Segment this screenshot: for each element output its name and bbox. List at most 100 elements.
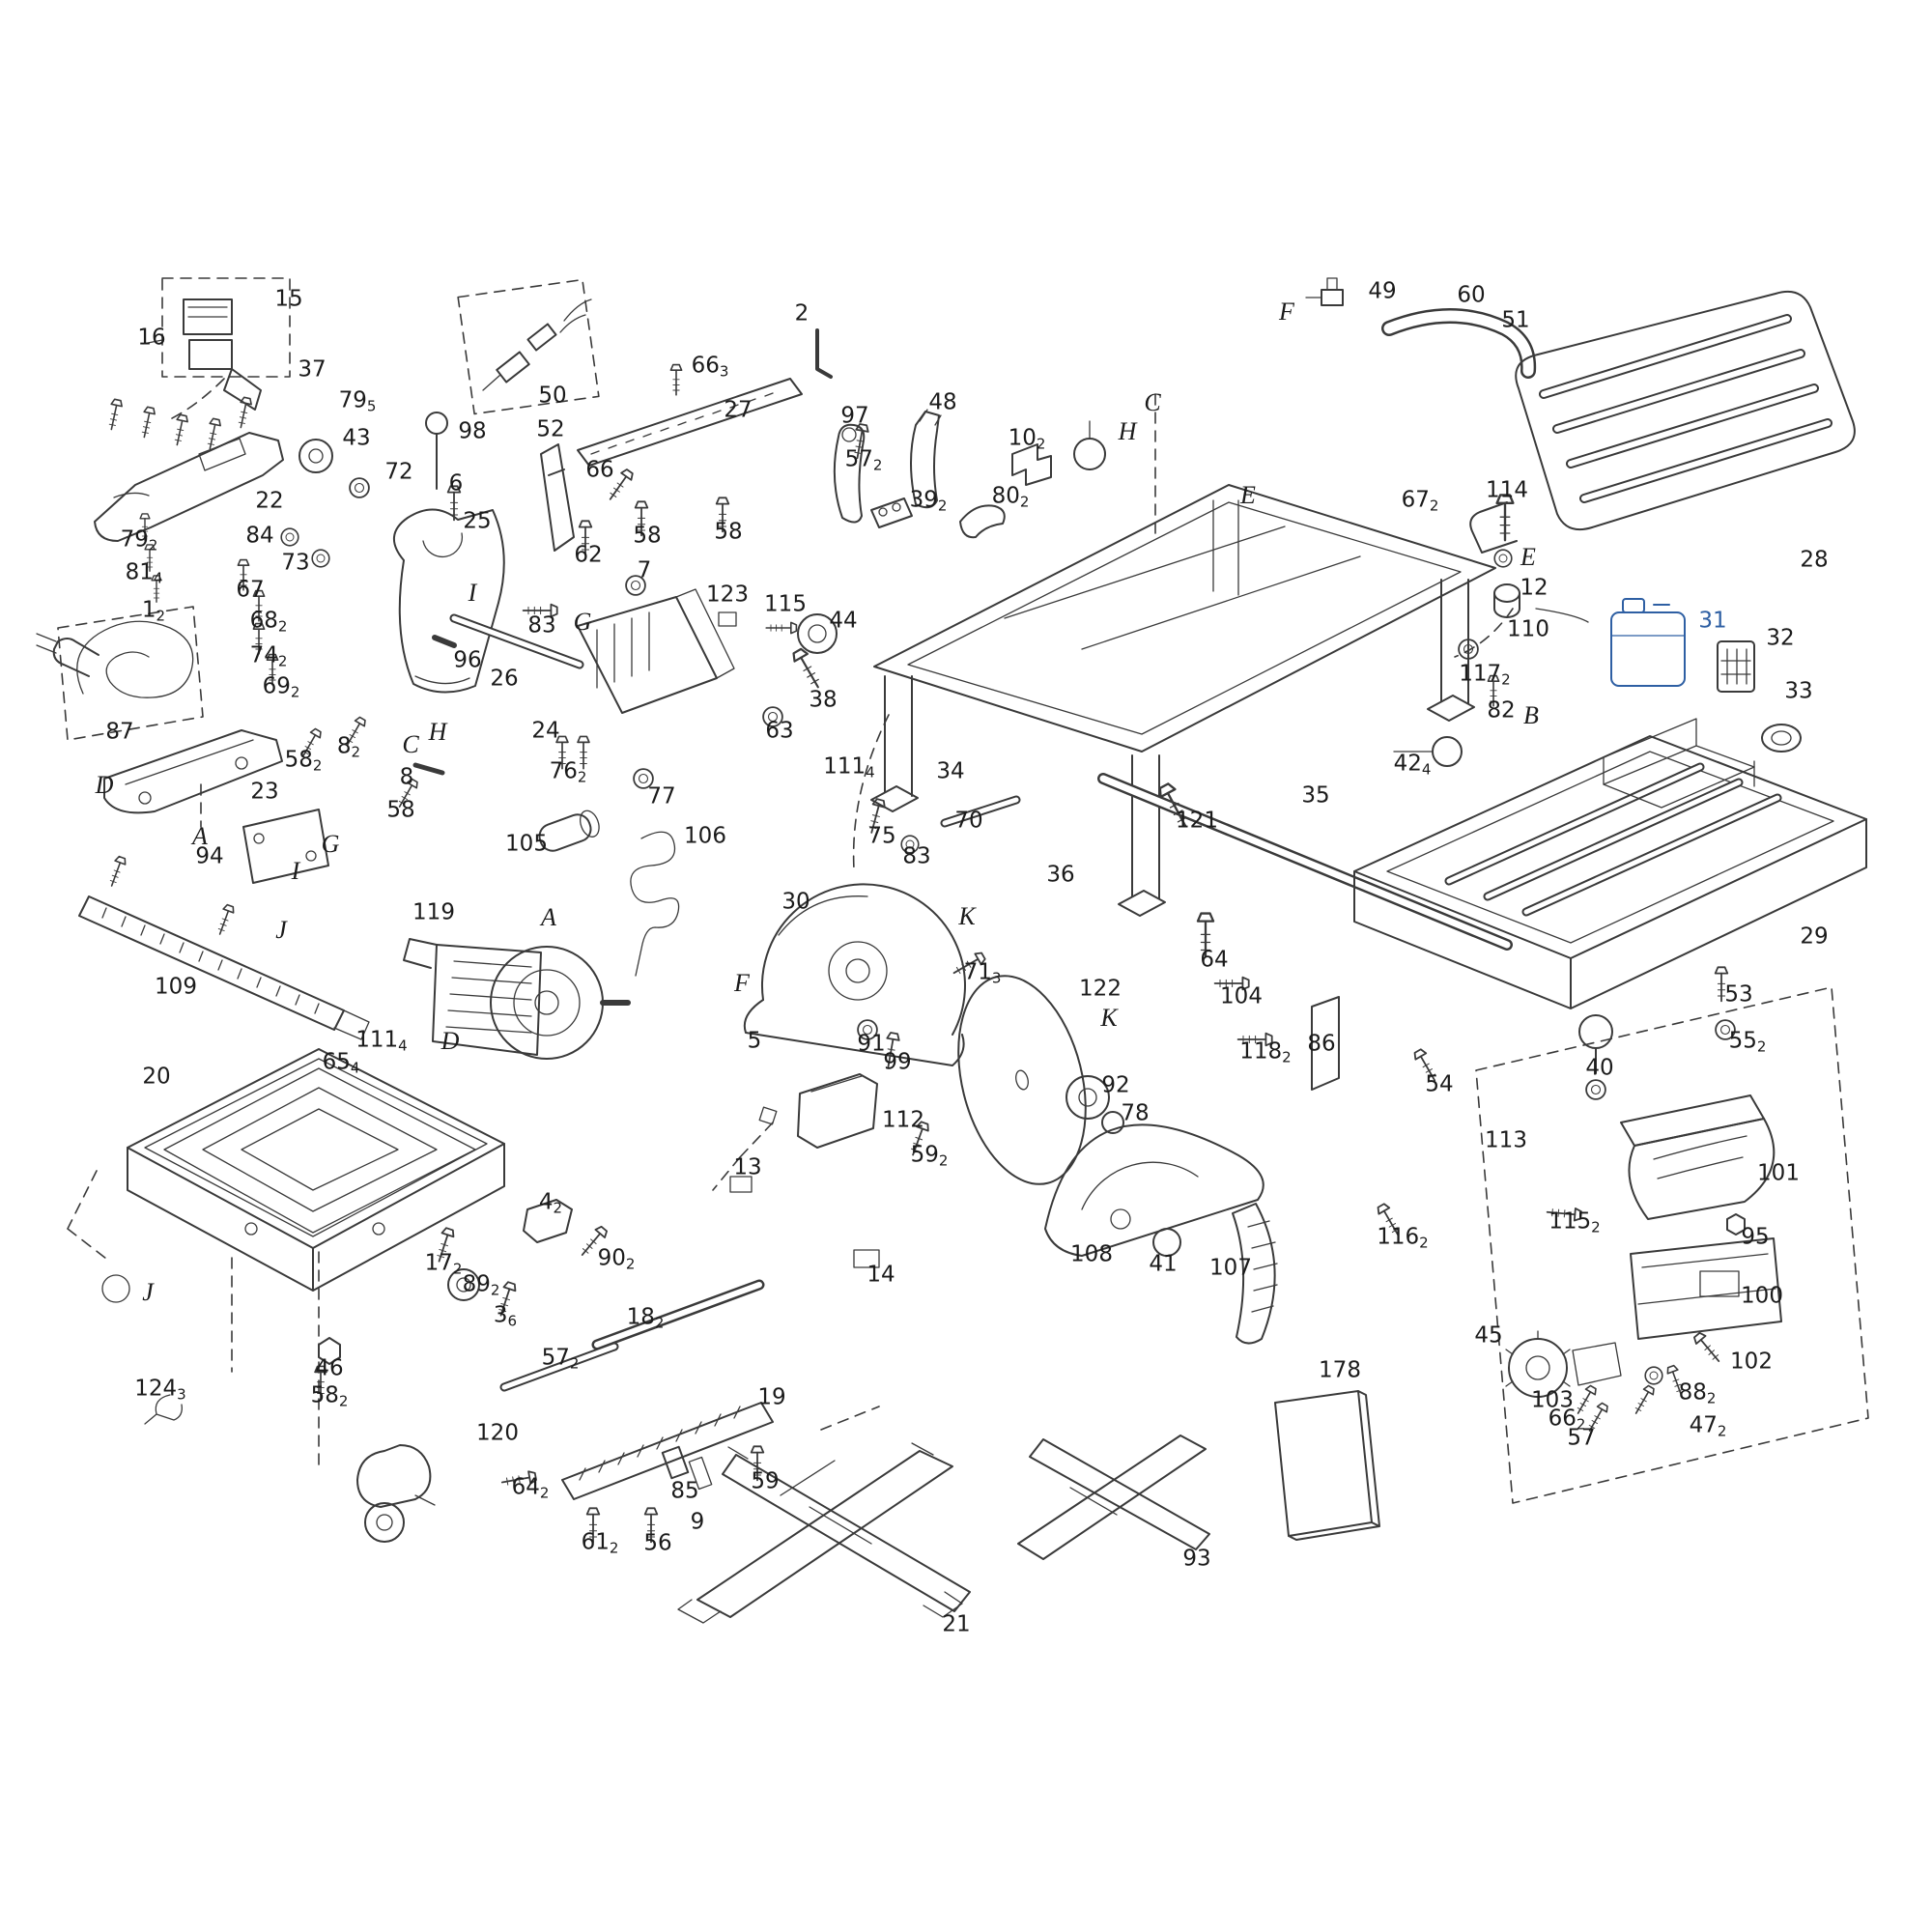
part-label-29: 29 (1800, 923, 1829, 950)
part-label-58: 58 (386, 797, 415, 823)
part-label-67: 67 (236, 577, 265, 603)
part-label-100: 100 (1741, 1283, 1783, 1309)
cap-98 (425, 412, 448, 490)
part-label-83: 83 (902, 843, 931, 869)
part-label-103: 103 (1531, 1387, 1574, 1413)
part-label-26: 26 (490, 666, 519, 692)
part-label-86: 86 (1307, 1031, 1336, 1057)
part-label-36: 36 (1046, 862, 1075, 888)
part-label-20: 20 (142, 1064, 171, 1090)
part-label-91: 91 (857, 1031, 886, 1057)
part-label-37: 37 (298, 356, 327, 383)
handle-assembly (94, 396, 284, 542)
part-label-64: 64 (1200, 947, 1229, 973)
part-label-24: 24 (531, 718, 560, 744)
part-label-38: 38 (809, 687, 838, 713)
part-label-23: 23 (250, 779, 279, 805)
bracket-86 (1311, 996, 1340, 1091)
part-label-2: 2 (794, 300, 810, 327)
ref-letter-G: G (573, 608, 592, 636)
stand-21 (677, 1406, 971, 1624)
part-label-57-2: 572 (844, 446, 883, 474)
part-label-67-2: 672 (1401, 487, 1439, 515)
part-label-12: 12 (1520, 575, 1548, 601)
rail-109 (78, 854, 370, 1040)
miter-assembly (1475, 966, 1869, 1504)
part-label-82: 82 (1487, 697, 1516, 724)
part-label-13: 13 (733, 1154, 762, 1180)
main-frame (870, 393, 1496, 917)
part-label-22: 22 (255, 488, 284, 514)
part-label-76-2: 762 (549, 758, 587, 786)
saw-blade (957, 975, 1087, 1185)
part-label-78: 78 (1121, 1100, 1150, 1126)
part-label-27: 27 (724, 397, 753, 423)
part-label-70: 70 (954, 808, 983, 834)
fence-19 (499, 1279, 774, 1500)
part-label-43: 43 (342, 425, 371, 451)
part-label-41: 41 (1149, 1251, 1178, 1277)
part-label-117-2: 1172 (1459, 661, 1511, 689)
part-label-4-2: 42 (538, 1189, 563, 1217)
tray-28 (1469, 290, 1856, 554)
plate-103 (1572, 1342, 1622, 1386)
base-23 (103, 729, 283, 828)
ref-letter-C: C (402, 730, 419, 758)
part-label-97: 97 (840, 403, 869, 429)
clip-124 (144, 1394, 183, 1425)
part-label-35: 35 (1301, 782, 1330, 809)
part-label-96: 96 (453, 647, 482, 673)
part-label-110: 110 (1507, 616, 1549, 642)
ref-letter-J: J (142, 1278, 154, 1306)
pin-8 (412, 762, 445, 776)
part-label-73: 73 (281, 550, 310, 576)
part-label-83: 83 (527, 612, 556, 639)
part-label-47-2: 472 (1689, 1412, 1727, 1440)
knob-40 (1578, 1014, 1613, 1074)
part-label-116-2: 1162 (1377, 1224, 1429, 1252)
bracket-39 (870, 497, 913, 528)
bracket-4 (523, 1199, 573, 1243)
ref-letter-D: D (95, 771, 114, 799)
flange-92 (1065, 1075, 1110, 1120)
part-label-178: 178 (1319, 1357, 1361, 1383)
ref-letter-K: K (1100, 1004, 1118, 1032)
plate-94 (242, 809, 329, 884)
part-label-64-2: 642 (511, 1474, 550, 1502)
part-label-1-2: 12 (141, 597, 166, 625)
part-label-72: 72 (384, 459, 413, 485)
part-label-59: 59 (751, 1468, 780, 1494)
part-label-5: 5 (747, 1028, 762, 1054)
part-label-30: 30 (781, 889, 810, 915)
ref-letter-J: J (275, 916, 287, 944)
nut-46 (318, 1337, 341, 1365)
part-label-54: 54 (1425, 1071, 1454, 1097)
wrench-97 (833, 423, 866, 524)
part-label-65-4: 654 (322, 1049, 360, 1077)
part-label-31: 31 (1698, 608, 1727, 634)
part-label-8: 8 (399, 764, 414, 790)
hex-key (815, 328, 833, 379)
part-label-115-2: 1152 (1548, 1208, 1601, 1236)
part-label-106: 106 (684, 823, 726, 849)
part-label-115: 115 (764, 591, 807, 617)
part-label-51: 51 (1501, 307, 1530, 333)
manual-178 (1274, 1390, 1380, 1541)
ref-letter-B: B (1523, 701, 1539, 729)
spring-106 (630, 831, 680, 977)
stand-93 (1017, 1435, 1210, 1560)
table-20 (67, 1048, 505, 1467)
motor-119 (403, 938, 631, 1060)
part-label-107: 107 (1209, 1255, 1252, 1281)
part-label-102: 102 (1730, 1349, 1773, 1375)
miter-fence-101 (1620, 1094, 1776, 1220)
grommet-33 (1761, 724, 1802, 753)
part-label-112: 112 (882, 1107, 924, 1133)
knob-shaft (1073, 420, 1106, 470)
part-label-90-2: 902 (597, 1245, 636, 1273)
part-label-15: 15 (274, 286, 303, 312)
part-label-59-2: 592 (910, 1142, 949, 1170)
ref-letter-G: G (321, 830, 340, 858)
rail-27 (577, 363, 803, 467)
